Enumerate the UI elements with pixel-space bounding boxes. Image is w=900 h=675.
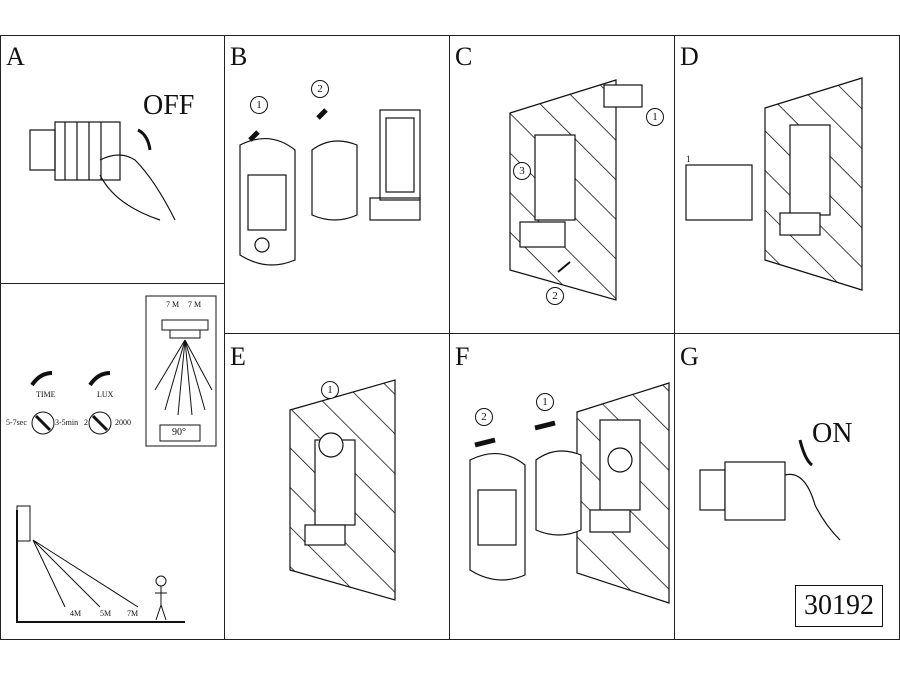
sensor-settings [16, 295, 217, 623]
step-number: 3 [513, 162, 531, 180]
step-number: 1 [536, 393, 554, 411]
arrows [474, 261, 813, 467]
lamp-parts-b [239, 108, 421, 266]
step-number: 2 [311, 80, 329, 98]
step-number: 2 [546, 287, 564, 305]
step-letter-c: C [455, 42, 473, 71]
step-letter-a: A [6, 42, 25, 71]
lux-max: 2000 [115, 418, 131, 427]
panel-f [449, 333, 675, 640]
step-number: 1 [250, 96, 268, 114]
panel-e [224, 333, 450, 640]
range-right: 7 M [188, 300, 202, 309]
distance-5m: 5M [100, 609, 112, 618]
panel-b [224, 35, 450, 334]
off-label: OFF [143, 90, 195, 121]
step-letter-d: D [680, 42, 699, 71]
time-min: 5-7sec [6, 418, 27, 427]
step-number: 1 [686, 154, 691, 164]
on-label: ON [812, 418, 853, 449]
panel-a-settings [0, 283, 225, 640]
panel-a [0, 35, 225, 284]
time-label: TIME [36, 390, 56, 399]
step-number: 1 [646, 108, 664, 126]
step-letter-f: F [455, 342, 470, 371]
breaker-panel-a [29, 121, 176, 221]
step-number: 1 [321, 381, 339, 399]
panel-c [449, 35, 675, 334]
step-letter-e: E [230, 342, 246, 371]
step-number: 2 [475, 408, 493, 426]
time-max: 3-5min [55, 418, 79, 427]
distance-7m: 7M [127, 609, 139, 618]
lux-label: LUX [97, 390, 114, 399]
angle-label: 90° [172, 427, 186, 438]
product-code: 30192 [795, 585, 883, 627]
step-letter-b: B [230, 42, 248, 71]
range-left: 7 M [166, 300, 180, 309]
panel-d [674, 35, 900, 334]
distance-4m: 4M [70, 609, 82, 618]
lamp-housings [304, 84, 841, 581]
step-letter-g: G [680, 342, 699, 371]
lux-min: 2 [84, 418, 88, 427]
